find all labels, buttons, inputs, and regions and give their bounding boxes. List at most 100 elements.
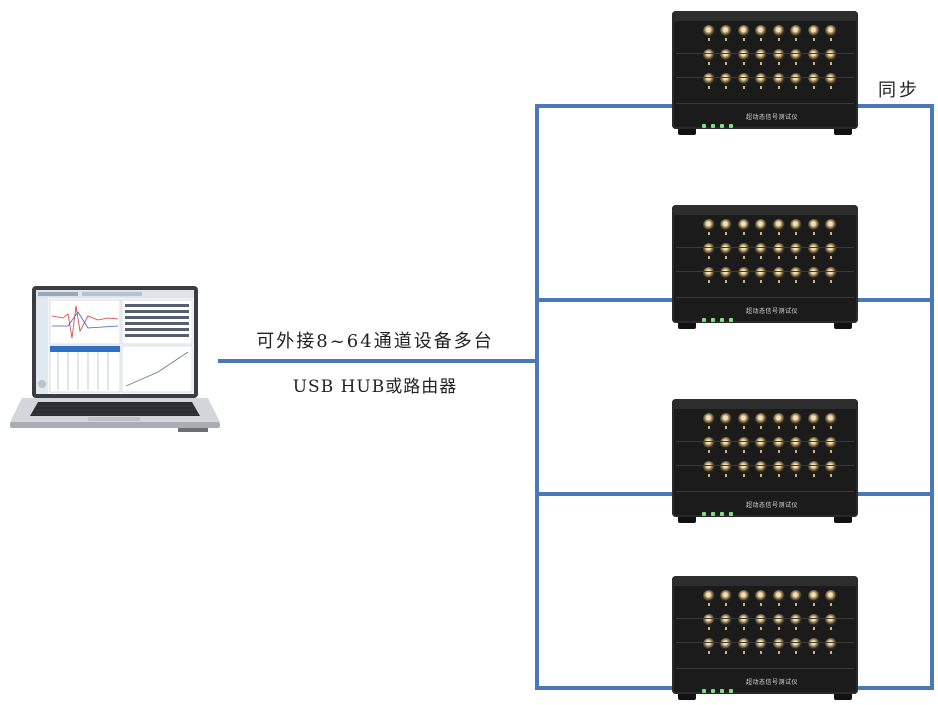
hub-router-label: USB HUB或路由器 xyxy=(292,377,458,397)
bnc-connector xyxy=(720,638,733,654)
bnc-connector xyxy=(825,49,838,65)
bnc-connector xyxy=(825,614,838,630)
signal-tester-device-4: 超动态信号测试仪 xyxy=(672,576,858,702)
bnc-connector xyxy=(790,638,803,654)
bnc-connector xyxy=(772,49,785,65)
bnc-connector xyxy=(825,243,838,259)
bnc-connector xyxy=(737,614,750,630)
bnc-connector xyxy=(720,590,733,606)
bnc-connector xyxy=(772,243,785,259)
bnc-connector xyxy=(737,267,750,283)
bnc-connector xyxy=(790,243,803,259)
bnc-connector xyxy=(737,49,750,65)
connection-capacity-label: 可外接8~64通道设备多台 xyxy=(256,331,494,352)
bnc-connector xyxy=(807,49,820,65)
bnc-connector xyxy=(772,590,785,606)
bnc-connector xyxy=(790,25,803,41)
bnc-connector xyxy=(755,243,768,259)
device-nameplate: 超动态信号测试仪 xyxy=(746,502,799,509)
bnc-connector xyxy=(720,243,733,259)
bnc-connector xyxy=(772,461,785,477)
bnc-connector xyxy=(702,243,715,259)
bnc-connector xyxy=(807,267,820,283)
bnc-connector xyxy=(737,243,750,259)
bnc-connector xyxy=(737,590,750,606)
bnc-connector xyxy=(737,73,750,89)
device-nameplate: 超动态信号测试仪 xyxy=(746,308,799,315)
status-leds xyxy=(702,307,738,326)
bnc-connector xyxy=(720,25,733,41)
bnc-connector xyxy=(702,49,715,65)
bnc-connector xyxy=(772,73,785,89)
bnc-connector xyxy=(755,73,768,89)
device-nameplate: 超动态信号测试仪 xyxy=(746,114,799,121)
bnc-connector xyxy=(772,25,785,41)
signal-tester-device-3: 超动态信号测试仪 xyxy=(672,399,858,525)
status-leds xyxy=(702,113,738,132)
bnc-connector xyxy=(702,590,715,606)
bnc-connector xyxy=(737,638,750,654)
bnc-connector xyxy=(720,413,733,429)
bnc-connector xyxy=(772,219,785,235)
bnc-connector xyxy=(702,267,715,283)
bnc-connector xyxy=(720,461,733,477)
bnc-connector xyxy=(825,638,838,654)
bnc-connector xyxy=(720,267,733,283)
bnc-connector xyxy=(825,590,838,606)
bnc-connector xyxy=(807,461,820,477)
bnc-connector xyxy=(790,461,803,477)
bnc-connector xyxy=(755,590,768,606)
bnc-connector xyxy=(790,267,803,283)
bnc-connector xyxy=(790,219,803,235)
bnc-connector xyxy=(702,73,715,89)
bnc-connector xyxy=(807,73,820,89)
bnc-connector xyxy=(772,614,785,630)
bnc-connector xyxy=(825,437,838,453)
bnc-connector xyxy=(790,437,803,453)
bnc-connector xyxy=(772,267,785,283)
bnc-connector xyxy=(702,219,715,235)
bnc-connector xyxy=(825,267,838,283)
bnc-connector xyxy=(825,219,838,235)
bnc-connector xyxy=(825,461,838,477)
bnc-connector xyxy=(755,461,768,477)
bnc-connector xyxy=(702,413,715,429)
bnc-connector xyxy=(772,437,785,453)
laptop-computer xyxy=(10,286,220,432)
connector-panel xyxy=(700,413,840,477)
bnc-connector xyxy=(772,413,785,429)
bnc-connector xyxy=(755,267,768,283)
sync-label: 同步 xyxy=(878,80,920,101)
connector-panel xyxy=(700,590,840,654)
bnc-connector xyxy=(755,49,768,65)
connector-panel xyxy=(700,219,840,283)
bnc-connector xyxy=(807,638,820,654)
bnc-connector xyxy=(702,25,715,41)
signal-tester-device-1: 超动态信号测试仪 xyxy=(672,11,858,137)
bnc-connector xyxy=(807,590,820,606)
bnc-connector xyxy=(772,638,785,654)
bnc-connector xyxy=(807,413,820,429)
bnc-connector xyxy=(720,73,733,89)
bnc-connector xyxy=(807,614,820,630)
status-leds xyxy=(702,678,738,697)
bnc-connector xyxy=(790,590,803,606)
bnc-connector xyxy=(737,219,750,235)
bnc-connector xyxy=(720,49,733,65)
bnc-connector xyxy=(790,614,803,630)
bnc-connector xyxy=(737,413,750,429)
connector-panel xyxy=(700,25,840,89)
device-nameplate: 超动态信号测试仪 xyxy=(746,679,799,686)
bnc-connector xyxy=(807,25,820,41)
bnc-connector xyxy=(755,638,768,654)
bnc-connector xyxy=(737,25,750,41)
bnc-connector xyxy=(720,614,733,630)
bnc-connector xyxy=(790,413,803,429)
bnc-connector xyxy=(755,219,768,235)
status-leds xyxy=(702,501,738,520)
bnc-connector xyxy=(702,638,715,654)
bnc-connector xyxy=(807,243,820,259)
bnc-connector xyxy=(737,461,750,477)
bnc-connector xyxy=(807,219,820,235)
bnc-connector xyxy=(702,461,715,477)
